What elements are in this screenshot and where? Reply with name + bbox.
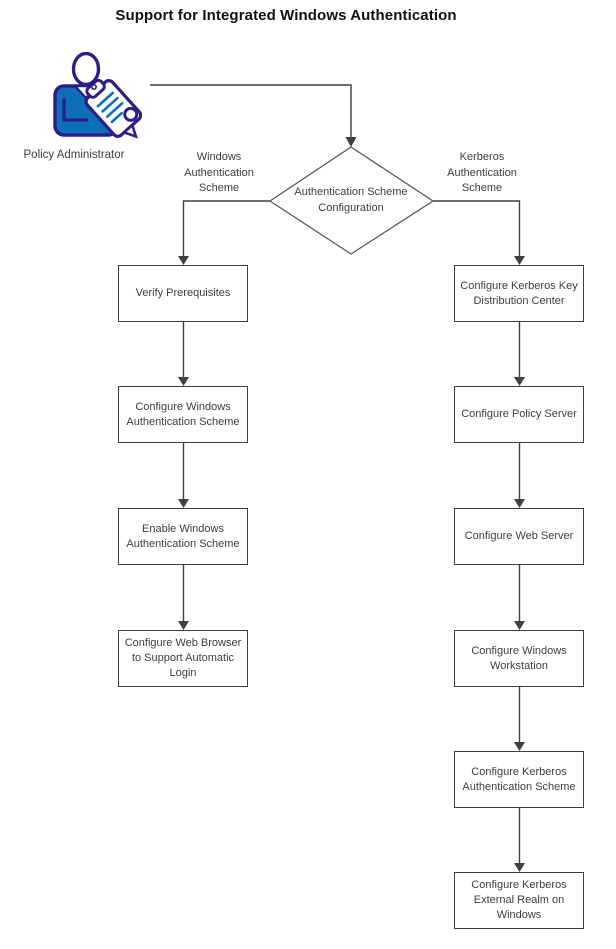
diagram-title: Support for Integrated Windows Authentic… [115,7,457,24]
arrowhead-right-1 [514,256,525,265]
connector-paths [150,84,521,864]
clipboard [84,78,142,139]
branch-label-kerberos: Kerberos Authentication Scheme [447,151,517,194]
policy-administrator-icon [53,52,142,139]
arrowhead-left-4 [178,621,189,630]
arrowhead-right-2 [514,377,525,386]
arrowhead-right-4 [514,621,525,630]
step-enable-windows-auth-scheme: Enable Windows Authentication Scheme [118,508,248,565]
step-configure-kerberos-kdc: Configure Kerberos Key Distribution Cent… [454,265,584,322]
arrowhead-right-5 [514,742,525,751]
actor-arm [62,98,88,122]
step-configure-windows-workstation: Configure Windows Workstation [454,630,584,687]
step-configure-policy-server: Configure Policy Server [454,386,584,443]
arrowhead-decision [345,137,357,147]
step-configure-kerberos-auth-scheme: Configure Kerberos Authentication Scheme [454,751,584,808]
arrowhead-right-3 [514,499,525,508]
arrowheads [178,137,525,872]
decision-diamond [268,146,435,255]
step-configure-web-browser-auto-login: Configure Web Browser to Support Automat… [118,630,248,687]
arrowhead-left-3 [178,499,189,508]
step-configure-web-server: Configure Web Server [454,508,584,565]
connector-actor-to-decision [150,84,352,139]
policy-administrator-label: Policy Administrator [23,149,125,161]
arrowhead-right-6 [514,863,525,872]
arrowhead-left-1 [178,256,189,265]
decision-label: Authentication Scheme Configuration [294,186,408,214]
actor-head [71,52,101,87]
step-verify-prerequisites: Verify Prerequisites [118,265,248,322]
pencil-tip [121,122,138,139]
connector-decision-to-right [433,200,521,257]
step-configure-kerberos-external-realm: Configure Kerberos External Realm on Win… [454,872,584,929]
clipboard-ring [123,106,139,122]
branch-label-windows: Windows Authentication Scheme [184,151,254,194]
step-configure-windows-auth-scheme: Configure Windows Authentication Scheme [118,386,248,443]
connector-decision-to-left [182,200,270,257]
arrowhead-left-2 [178,377,189,386]
